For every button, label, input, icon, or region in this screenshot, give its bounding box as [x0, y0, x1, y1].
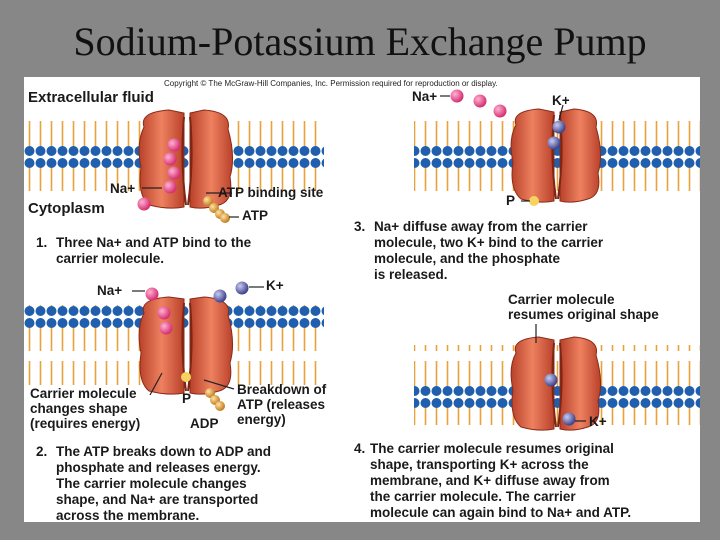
sodium-ion: [145, 287, 159, 301]
caption-line: is released.: [374, 267, 448, 282]
copyright-notice: Copyright © The McGraw-Hill Companies, I…: [164, 79, 498, 88]
phosphate: [181, 372, 191, 382]
atp-binding-site-label: ATP binding site: [218, 185, 324, 200]
sodium-ion: [163, 152, 177, 166]
sodium-ion: [493, 104, 507, 118]
phosphate-label: P: [506, 193, 516, 208]
potassium-ion: [235, 281, 249, 295]
shape-change-label: Carrier molecule changes shape (requires…: [30, 386, 140, 431]
slide-title: Sodium-Potassium Exchange Pump: [73, 19, 647, 64]
breakdown-leader-line: [203, 379, 235, 390]
breakdown-label: Breakdown of ATP (releases energy): [237, 382, 326, 427]
step-number: 1.: [36, 235, 48, 250]
membrane: [414, 345, 700, 425]
label-line: ATP (releases: [237, 397, 326, 412]
sodium-ion: [157, 306, 171, 320]
atp-molecule: [203, 196, 230, 223]
panel3-figure: [414, 89, 700, 206]
label-line: Carrier molecule: [508, 292, 615, 307]
caption-line: The ATP breaks down to ADP and: [56, 444, 272, 459]
step4-caption: 4.The carrier molecule resumes original …: [354, 441, 700, 521]
carrier-protein: [510, 336, 602, 431]
sodium-ion: [473, 94, 487, 108]
step-number: 3.: [354, 219, 366, 234]
caption-line: carrier molecule.: [56, 251, 165, 266]
step1-caption: 1. Three Na+ and ATP bind to the carrier …: [36, 235, 316, 267]
step3-caption: 3. Na+ diffuse away from the carrier mole…: [354, 219, 694, 283]
caption-line: shape, and Na+ are transported: [56, 492, 259, 507]
k-label: K+: [552, 93, 570, 108]
atp-label: ATP: [242, 208, 268, 223]
caption-line: membrane, and K+ diffuse away from: [370, 473, 610, 488]
caption-line: molecule, two K+ bind to the carrier: [374, 235, 604, 250]
figure-panel: Copyright © The McGraw-Hill Companies, I…: [24, 77, 700, 522]
caption-line: the carrier molecule. The carrier: [370, 489, 576, 504]
sodium-ion: [167, 166, 181, 180]
cytoplasm-label: Cytoplasm: [28, 200, 105, 217]
potassium-ion: [213, 289, 227, 303]
potassium-ion: [547, 136, 561, 150]
caption-line: molecule can again bind to Na+ and ATP.: [370, 505, 632, 520]
pump-diagram: [24, 89, 700, 431]
label-line: resumes original shape: [508, 307, 659, 322]
caption-line: The carrier molecule changes: [56, 476, 247, 491]
sodium-ion: [137, 197, 151, 211]
sodium-ion: [163, 180, 177, 194]
caption-line: molecule, and the phosphate: [374, 251, 561, 266]
na-label: Na+: [412, 89, 438, 104]
caption-line: across the membrane.: [56, 508, 200, 522]
k-leader-line: [558, 104, 564, 121]
step-number: 2.: [36, 444, 48, 459]
step-number: 4.: [354, 441, 366, 456]
caption-line: Na+ diffuse away from the carrier: [374, 219, 588, 234]
potassium-ion: [552, 120, 566, 134]
caption-line: shape, transporting K+ across the: [370, 457, 589, 472]
na-label: Na+: [97, 283, 123, 298]
label-line: Breakdown of: [237, 382, 327, 397]
phosphate: [529, 196, 539, 206]
label-line: Carrier molecule: [30, 386, 137, 401]
sodium-ion: [167, 138, 181, 152]
caption-line: Three Na+ and ATP bind to the: [56, 235, 252, 250]
adp-label: ADP: [190, 416, 219, 431]
carrier-protein: [510, 108, 602, 203]
panel2-figure: [24, 281, 324, 411]
label-line: (requires energy): [30, 416, 141, 431]
k-label: K+: [589, 414, 607, 429]
resumes-shape-label: Carrier molecule resumes original shape: [508, 292, 659, 322]
label-line: changes shape: [30, 401, 128, 416]
panel4-figure: [414, 324, 700, 431]
panel1-figure: [24, 109, 324, 223]
sodium-ion: [450, 89, 464, 103]
label-line: energy): [237, 412, 286, 427]
phosphate-label: P: [182, 391, 192, 406]
k-label: K+: [266, 278, 284, 293]
caption-line: phosphate and releases energy.: [56, 460, 261, 475]
adp-molecule: [205, 388, 225, 411]
extracellular-label: Extracellular fluid: [28, 89, 154, 106]
potassium-ion: [544, 373, 558, 387]
sodium-ion: [159, 321, 173, 335]
step2-caption: 2. The ATP breaks down to ADP and phospha…: [36, 444, 336, 522]
carrier-protein: [138, 296, 234, 395]
potassium-ion: [562, 412, 576, 426]
caption-line: The carrier molecule resumes original: [370, 441, 614, 456]
na-label: Na+: [110, 181, 136, 196]
shape-leader-line: [149, 372, 163, 396]
